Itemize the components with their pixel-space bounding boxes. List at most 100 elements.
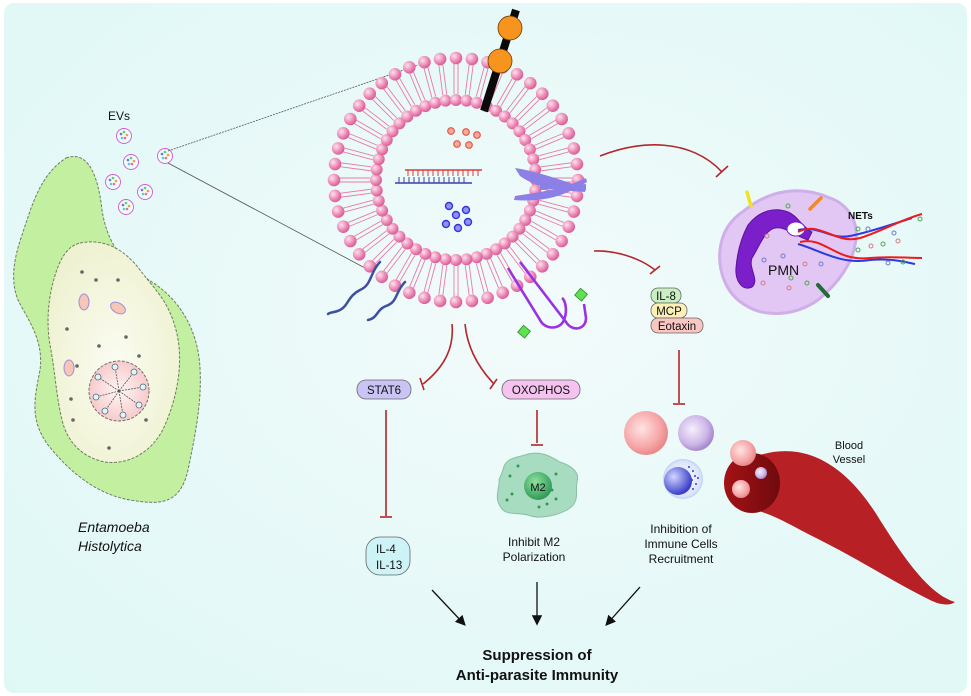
nucleic-acid-cargo: [395, 169, 482, 184]
inhibit-arrow-pmn: [599, 144, 723, 173]
phospholipid: [375, 237, 414, 284]
phospholipid: [513, 99, 560, 138]
phospholipid: [336, 204, 389, 233]
vessel-label-line2: Vessel: [833, 454, 865, 466]
ev-membrane: [327, 51, 585, 309]
eotaxin-label: Eotaxin: [658, 321, 696, 333]
nets-label: NETs: [848, 211, 873, 222]
organism-label-species: Histolytica: [78, 538, 142, 554]
outcome-title-line2: Anti-parasite Immunity: [456, 667, 619, 684]
phospholipid: [418, 251, 442, 305]
oxophos-label: OXOPHOS: [512, 385, 570, 397]
il13-label: IL-13: [376, 560, 402, 572]
protein-cargo-blue: [441, 201, 473, 233]
ev-vesicle: [116, 128, 132, 144]
vessel-lumen: [724, 453, 780, 513]
amoeba-nucleus: [88, 360, 150, 422]
phospholipid: [403, 60, 432, 113]
phospholipid: [403, 247, 432, 300]
phospholipid: [352, 222, 399, 261]
phospholipid: [363, 230, 406, 273]
phospholipid: [375, 76, 414, 123]
cytoplasmic-granules: [65, 270, 148, 450]
neutrophil-pmn: PMN NETs: [718, 189, 923, 315]
m2-macrophage: M2: [496, 452, 579, 518]
phospholipid: [449, 51, 463, 106]
immune-cell-pink: [624, 411, 668, 455]
zoom-line-top: [167, 64, 419, 152]
glycoprotein-hairpins: [506, 261, 588, 339]
inhibit-arrow-chemokines: [593, 250, 656, 271]
immune-cells: [624, 411, 714, 499]
immune-cell-lilac: [678, 415, 714, 451]
m2-label: M2: [530, 482, 545, 494]
inhibit-arrow-stat6: [422, 323, 454, 385]
protein-cargo-orange: [447, 127, 481, 149]
phospholipid: [519, 214, 568, 248]
il4-il13-pill: IL-4 IL-13: [365, 536, 411, 576]
zoom-line-bottom: [167, 162, 366, 269]
pmn-receptors: [745, 190, 830, 298]
phospholipid: [344, 112, 393, 146]
phospholipid: [506, 87, 549, 130]
phospholipid: [433, 52, 452, 107]
phospholipid: [418, 55, 442, 109]
mcp-label: MCP: [656, 306, 682, 318]
inhibition-arrows: [380, 144, 729, 518]
phospholipid: [470, 251, 494, 305]
food-vacuole: [110, 301, 126, 315]
phospholipid: [336, 127, 389, 156]
blood-vessel: [724, 440, 955, 605]
organism-label-genus: Entamoeba: [78, 519, 150, 535]
phospholipid: [331, 194, 385, 218]
il8-label: IL-8: [656, 291, 676, 303]
phospholipid: [363, 87, 406, 130]
ev-vesicle: [118, 199, 134, 215]
transmembrane-protein: [480, 8, 523, 113]
membrane-protein-crossed: [514, 168, 587, 201]
phospholipid: [327, 173, 382, 187]
stat6-pill: STAT6: [356, 379, 412, 400]
stat6-label: STAT6: [367, 385, 401, 397]
vessel-body: [755, 451, 955, 605]
phospholipid: [388, 68, 422, 117]
evs-label: EVs: [108, 109, 130, 123]
phospholipid: [352, 99, 399, 138]
rna-strands: [326, 260, 407, 322]
inhibit-arrow-oxophos: [464, 323, 495, 385]
phospholipid: [449, 254, 463, 309]
amoeba-cytoplasm: [47, 241, 181, 464]
phospholipid: [519, 112, 568, 146]
phospholipid: [388, 243, 422, 292]
phospholipid: [460, 253, 479, 308]
vessel-cell: [730, 440, 756, 466]
phospholipid: [344, 214, 393, 248]
ev-vesicle: [137, 184, 153, 200]
m2-caption-line1: Inhibit M2: [508, 535, 560, 549]
outcome-arrows: [431, 582, 641, 626]
phospholipid: [523, 127, 576, 156]
phospholipid: [523, 204, 576, 233]
chemokine-pills: IL-8 MCP Eotaxin: [650, 287, 704, 334]
vessel-label-line1: Blood: [835, 440, 863, 452]
m2-granules: [505, 464, 558, 509]
phospholipid: [513, 222, 560, 261]
m2-caption-line2: Polarization: [503, 550, 566, 564]
phospholipid: [527, 142, 581, 166]
recruit-caption-line1: Inhibition of: [650, 522, 712, 536]
entamoeba-cell: [13, 156, 201, 503]
outcome-title-line1: Suppression of: [482, 647, 592, 664]
pmn-label: PMN: [768, 262, 799, 278]
m2-nucleus: [524, 472, 552, 500]
immune-cell-lymphocyte: [663, 459, 703, 499]
oxophos-pill: OXOPHOS: [501, 379, 581, 400]
phospholipid: [480, 247, 509, 300]
phospholipid: [328, 184, 383, 203]
phospholipid: [490, 68, 524, 117]
phospholipid: [331, 142, 385, 166]
ev-vesicle: [157, 148, 173, 164]
recruit-caption-line2: Immune Cells: [644, 537, 717, 551]
ev-vesicle: [123, 154, 139, 170]
